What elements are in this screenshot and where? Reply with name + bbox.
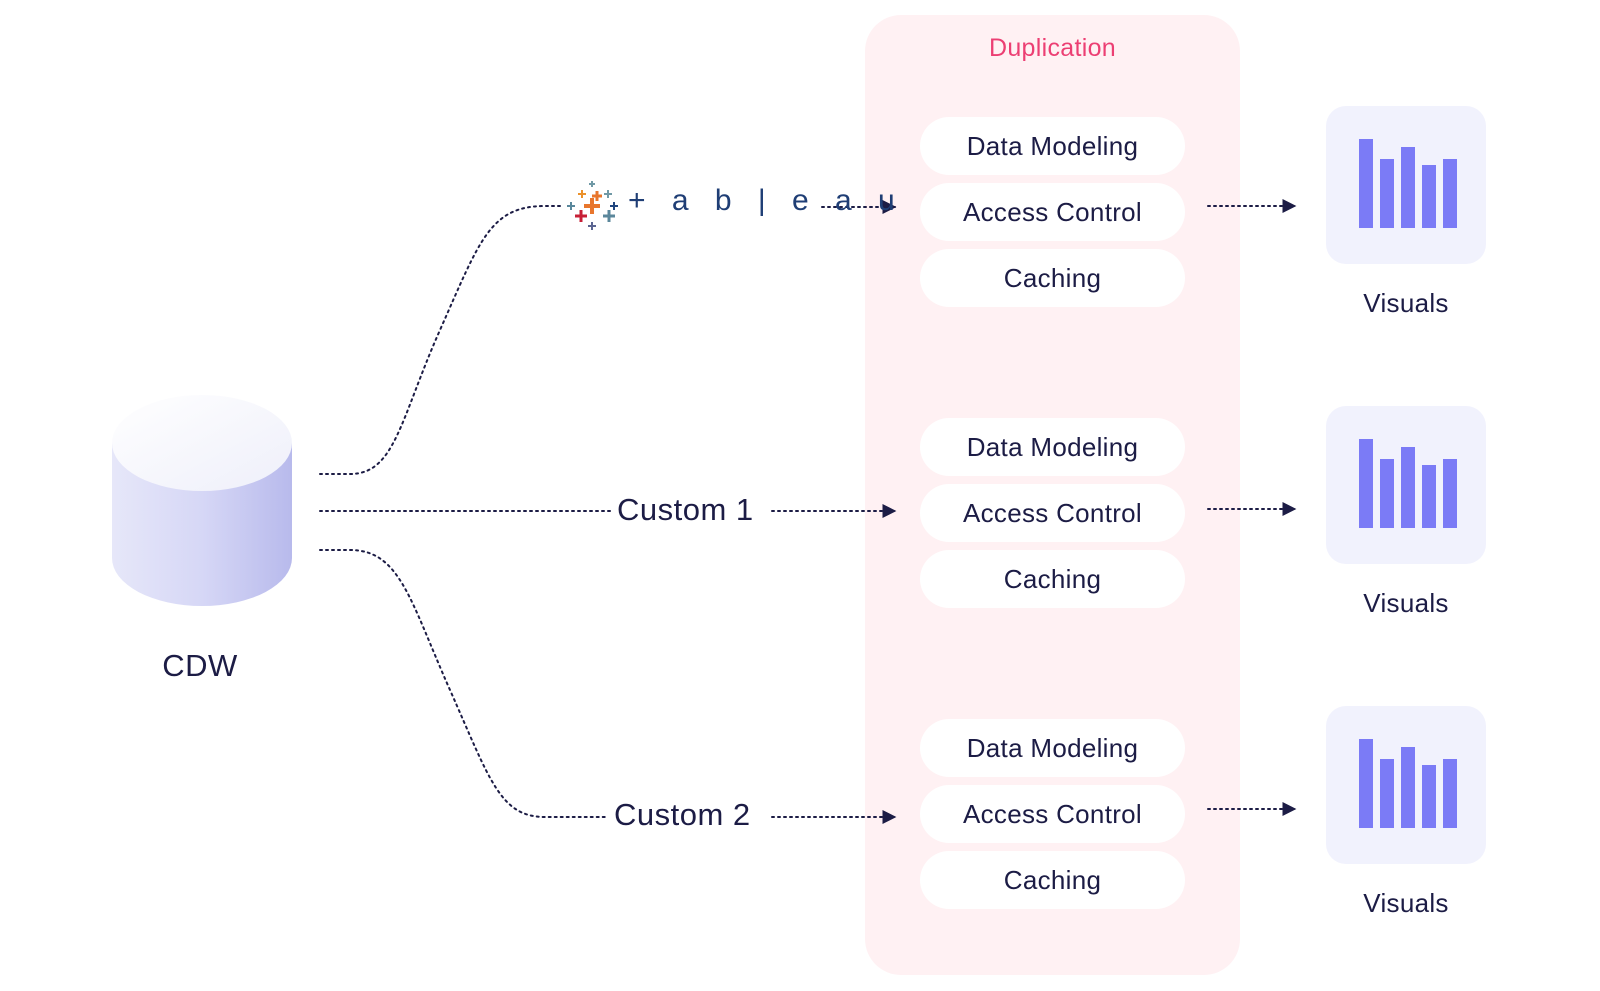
caching-box: Caching — [920, 550, 1185, 608]
caching-box: Caching — [920, 249, 1185, 307]
data-modeling-box: Data Modeling — [920, 719, 1185, 777]
tableau-wordmark: + a b | e a u — [628, 184, 904, 217]
visuals-card — [1326, 106, 1486, 264]
caching-box: Caching — [920, 851, 1185, 909]
duplication-title: Duplication — [989, 34, 1116, 62]
visuals-label: Visuals — [1363, 588, 1449, 618]
cdw-database-icon — [112, 395, 292, 606]
access-control-box: Access Control — [920, 785, 1185, 843]
visuals-label: Visuals — [1363, 888, 1449, 918]
tableau-logo-icon — [567, 181, 618, 230]
data-modeling-box: Data Modeling — [920, 117, 1185, 175]
access-control-box: Access Control — [920, 183, 1185, 241]
visuals-card — [1326, 706, 1486, 864]
visuals-card — [1326, 406, 1486, 564]
connector-cdw-custom2 — [319, 549, 609, 818]
cdw-label: CDW — [162, 648, 238, 683]
data-modeling-box: Data Modeling — [920, 418, 1185, 476]
custom-2-label: Custom 2 — [608, 797, 757, 833]
access-control-box: Access Control — [920, 484, 1185, 542]
visuals-label: Visuals — [1363, 288, 1449, 318]
custom-1-label: Custom 1 — [611, 492, 760, 528]
connector-cdw-tableau — [319, 205, 561, 475]
